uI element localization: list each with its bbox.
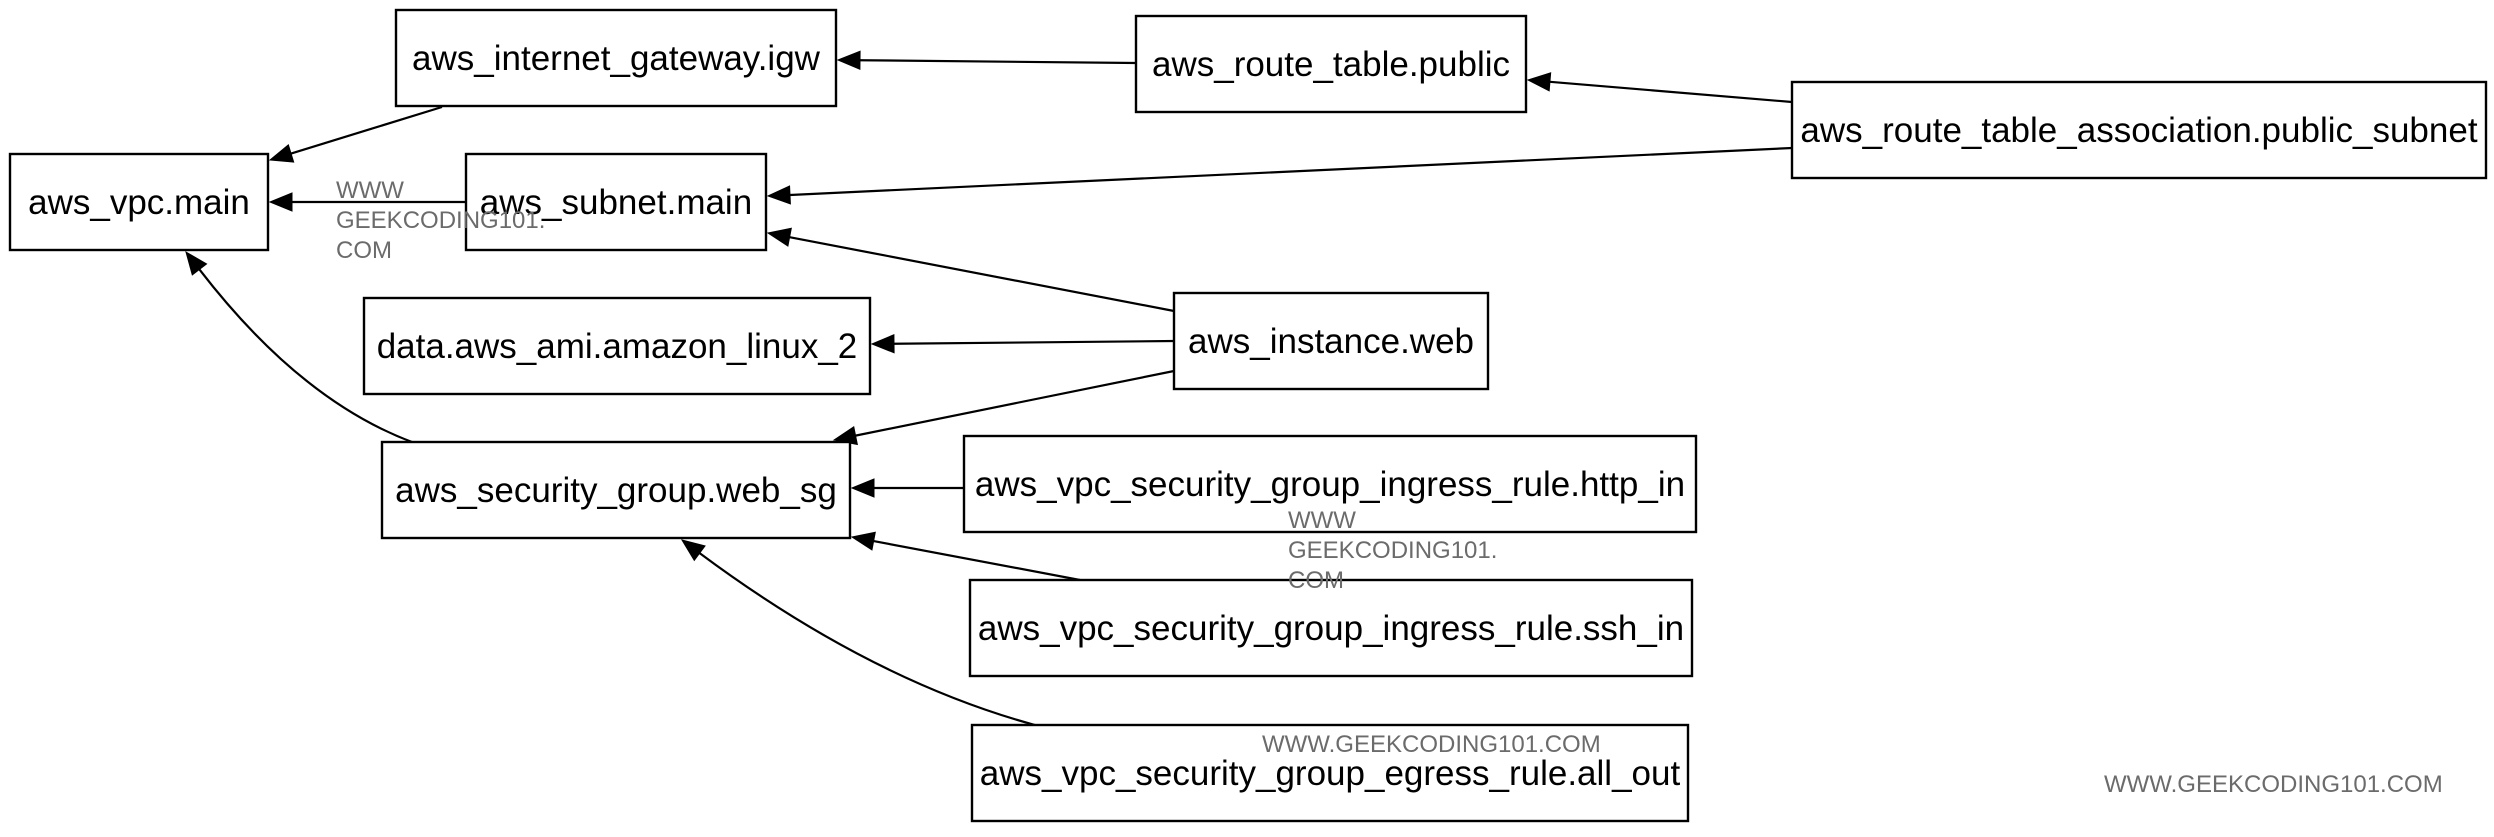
edge-rt-to-igw (836, 50, 1137, 70)
node-sg: aws_security_group.web_sg (380, 440, 852, 540)
edge-igw-to-vpc (268, 105, 443, 163)
nodes-layer: aws_internet_gateway.igw aws_route_table.… (8, 8, 2488, 823)
node-label: aws_internet_gateway.igw (412, 39, 821, 78)
edge-line (855, 369, 1175, 437)
node-ssh: aws_vpc_security_group_ingress_rule.ssh_… (968, 578, 1694, 678)
node-http: aws_vpc_security_group_ingress_rule.http… (962, 434, 1698, 534)
arrowhead (1526, 72, 1552, 92)
arrowhead (850, 531, 876, 551)
node-box (968, 578, 1694, 678)
node-label: aws_route_table.public (1152, 45, 1510, 84)
arrowhead (185, 250, 208, 276)
node-vpc: aws_vpc.main (8, 152, 270, 252)
edge-line (789, 146, 1793, 197)
node-igw: aws_internet_gateway.igw (394, 8, 838, 108)
node-box (1172, 291, 1490, 391)
edge-http-to-sg (850, 478, 964, 498)
edge-line (789, 236, 1175, 313)
node-label: data.aws_ami.amazon_linux_2 (377, 327, 858, 366)
edge-line (859, 59, 1137, 65)
arrowhead (850, 478, 875, 498)
node-box (970, 723, 1690, 823)
node-rt: aws_route_table.public (1134, 14, 1528, 114)
watermark-text: WWW.GEEKCODING101.COM (1262, 731, 1601, 758)
edge-instance-to-ami (870, 334, 1175, 354)
node-label: aws_vpc_security_group_egress_rule.all_o… (980, 754, 1681, 793)
edge-sg-to-vpc (185, 250, 413, 444)
edge-line (1549, 80, 1793, 104)
edge-rta-to-subnet (766, 146, 1793, 205)
node-label: aws_security_group.web_sg (395, 471, 837, 510)
arrowhead (870, 334, 895, 354)
edge-rta-to-rt (1526, 72, 1793, 104)
node-box (380, 440, 852, 540)
edge-instance-to-sg (832, 369, 1175, 446)
edge-line (198, 268, 413, 444)
edge-line (893, 339, 1175, 345)
node-label: aws_subnet.main (480, 183, 752, 222)
edge-instance-to-subnet (766, 227, 1175, 313)
node-label: aws_vpc_security_group_ingress_rule.http… (975, 465, 1685, 504)
arrowhead (766, 185, 791, 205)
edge-line (290, 105, 443, 155)
node-ami: data.aws_ami.amazon_linux_2 (362, 296, 872, 396)
arrowhead (836, 50, 861, 70)
node-box (464, 152, 768, 252)
node-box (1790, 80, 2488, 180)
node-label: aws_route_table_association.public_subne… (1800, 111, 2477, 150)
node-instance: aws_instance.web (1172, 291, 1490, 391)
edge-egress-to-sg (680, 539, 1036, 727)
node-label: aws_vpc.main (28, 183, 250, 222)
arrowhead (268, 192, 293, 212)
edge-ssh-to-sg (850, 531, 1081, 582)
arrowhead (268, 144, 295, 163)
watermark-text: WWW.GEEKCODING101.COM (2104, 771, 2443, 798)
edge-subnet-to-vpc (268, 192, 466, 212)
node-box (962, 434, 1698, 534)
edge-line (873, 539, 1081, 582)
node-egress: aws_vpc_security_group_egress_rule.all_o… (970, 723, 1690, 823)
arrowhead (766, 227, 792, 247)
edge-line (698, 552, 1036, 727)
node-rta: aws_route_table_association.public_subne… (1790, 80, 2488, 180)
node-box (394, 8, 838, 108)
node-box (362, 296, 872, 396)
node-label: aws_vpc_security_group_ingress_rule.ssh_… (978, 609, 1684, 648)
node-label: aws_instance.web (1188, 322, 1474, 361)
arrowhead (680, 539, 706, 562)
node-box (1134, 14, 1528, 114)
node-box (8, 152, 270, 252)
edges-layer (185, 50, 1793, 727)
node-subnet: aws_subnet.main (464, 152, 768, 252)
